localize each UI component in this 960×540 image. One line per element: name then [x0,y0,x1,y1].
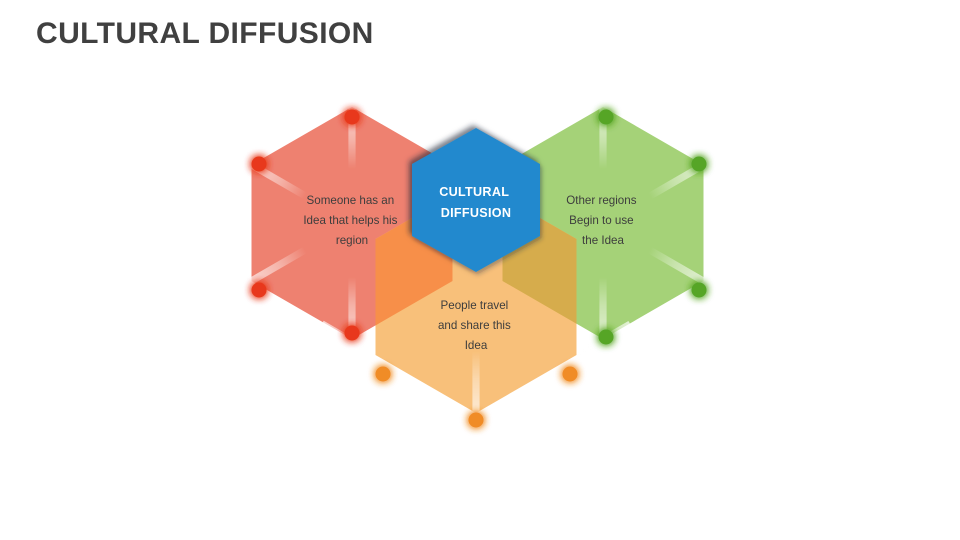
overlap-green-orange [502,181,577,339]
vertex-dot-orange-lower-left [375,366,391,382]
hexagon-overlaps [375,181,577,339]
vertex-dot-green-upper-right [691,156,707,172]
hexagon-other-regions-streaks [599,107,706,339]
hexagon-travel-line-2: and share this [438,319,511,332]
vertex-dot-red-top [344,109,360,125]
hexagon-other-regions-line-1: Other regions [566,194,636,207]
center-hexagon-label: CULTURAL DIFFUSION [439,185,513,220]
vertex-dot-red-bottom [344,325,360,341]
hexagon-idea-line-2: Idea that helps his [303,214,397,227]
hexagon-other-regions-label: Other regions Begin to use the Idea [566,194,639,247]
hexagon-other-regions-line-3: the Idea [582,234,624,247]
vertex-dot-green-bottom [598,329,614,345]
vertex-dot-orange-bottom [468,412,484,428]
vertex-dot-green-lower-right [691,282,707,298]
vertex-dot-green-top [598,109,614,125]
hexagon-idea-streaks [249,107,356,339]
hexagon-idea-line-3: region [336,234,368,247]
center-hexagon-line-2: DIFFUSION [441,206,512,220]
hexagon-travel-line-3: Idea [465,339,488,352]
center-hexagon-shape [412,128,540,272]
overlap-red-orange [375,181,453,339]
center-hexagon[interactable]: CULTURAL DIFFUSION [412,128,540,272]
center-hexagon-line-1: CULTURAL [439,185,509,199]
hexagon-idea-label: Someone has an Idea that helps his regio… [303,194,400,247]
vertex-dots-orange [375,366,578,428]
vertex-dots-green [598,109,707,345]
hexagon-travel-line-1: People travel [441,299,509,312]
vertex-dot-red-upper-left [251,156,267,172]
hexagon-travel-label: People travel and share this Idea [438,299,514,352]
hexagon-other-regions-line-2: Begin to use [569,214,633,227]
vertex-dot-orange-lower-right [562,366,578,382]
hexagon-idea-line-1: Someone has an [307,194,395,207]
vertex-dots-red [251,109,360,341]
vertex-dot-red-lower-left [251,282,267,298]
page-title: CULTURAL DIFFUSION [36,17,374,50]
